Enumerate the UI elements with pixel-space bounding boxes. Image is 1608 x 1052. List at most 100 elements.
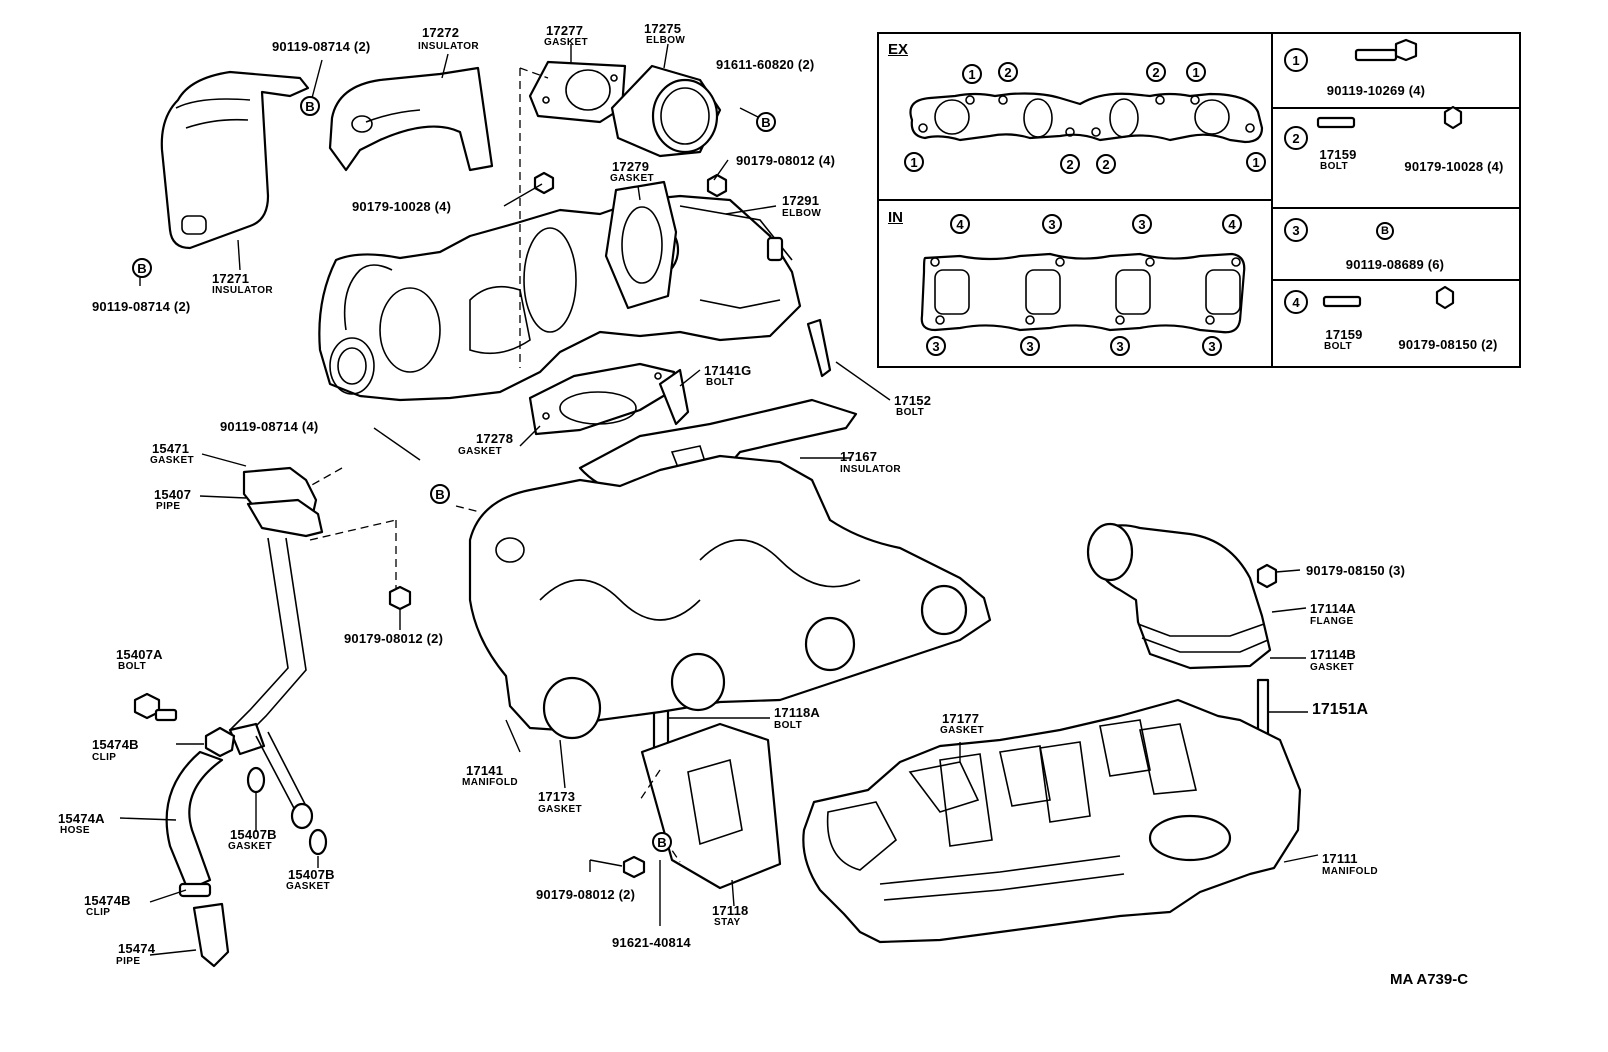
callout-15407A-name: BOLT: [118, 661, 147, 672]
callout-17167-number: 17167: [840, 449, 878, 464]
gasket-17277-drawing: [528, 60, 627, 124]
in-marker-bottom-1: 3: [926, 336, 946, 356]
callout-17173-name: GASKET: [538, 804, 583, 815]
callout-15407-name: PIPE: [156, 501, 181, 512]
callout-15474-name: PIPE: [116, 956, 141, 967]
dashed-alignment-lines: [309, 67, 681, 863]
callout-90119-08714-left: 90119-08714 (2): [92, 299, 191, 314]
callout-90179-08012-mid: 90179-08012 (2): [344, 631, 444, 646]
ref-marker-b-2: B: [756, 112, 776, 132]
callout-17111-name: MANIFOLD: [1322, 866, 1378, 877]
callout-90179-08012-bottom: 90179-08012 (2): [536, 887, 636, 902]
in-marker-bottom-2: 3: [1020, 336, 1040, 356]
insulator-17271-drawing: [160, 70, 310, 250]
callout-15474A-name: HOSE: [60, 825, 90, 836]
in-section-label: IN: [888, 209, 903, 226]
callout-17152-name: BOLT: [896, 407, 925, 418]
callout-15407B-left-number: 15407B: [230, 827, 277, 842]
callout-17177-name: GASKET: [940, 725, 985, 736]
legend-row-4-part-1-name: BOLT: [1323, 341, 1353, 352]
callout-15474A-number: 15474A: [58, 811, 105, 826]
intake-manifold-17111-drawing: [802, 698, 1302, 944]
legend-row-2-part-1: 17159: [1319, 147, 1357, 162]
ex-marker-top-2: 2: [998, 62, 1018, 82]
callout-17278-number: 17278: [476, 431, 514, 446]
flange-17114A-drawing: [1086, 522, 1272, 670]
callout-17114B-number: 17114B: [1310, 647, 1357, 662]
callout-15474B-lower-name: CLIP: [86, 907, 111, 918]
callout-90179-08150-3: 90179-08150 (3): [1306, 563, 1406, 578]
callout-17114A-number: 17114A: [1310, 601, 1357, 616]
callout-17111-number: 17111: [1322, 851, 1358, 866]
callout-17141-number: 17141: [466, 763, 504, 778]
in-marker-bottom-4: 3: [1202, 336, 1222, 356]
callout-91621-40814: 91621-40814: [612, 935, 691, 950]
callout-90119-08714-mid: 90119-08714 (4): [220, 419, 319, 434]
callout-17272-number: 17272: [422, 25, 460, 40]
ex-marker-bottom-4: 1: [1246, 152, 1266, 172]
ex-gasket-drawing: [909, 92, 1264, 144]
gasket-17278-drawing: [528, 362, 676, 436]
legend-hardware-icons: [1316, 38, 1463, 310]
callout-17291-name: ELBOW: [782, 208, 822, 219]
callout-17277-number: 17277: [546, 23, 584, 38]
ex-marker-top-4: 1: [1186, 62, 1206, 82]
callout-90179-08012-top: 90179-08012 (4): [736, 153, 836, 168]
callout-17277-name: GASKET: [544, 37, 589, 48]
ref-marker-b-3: B: [132, 258, 152, 278]
callout-17151A: 17151A: [1312, 701, 1369, 718]
elbow-17275-drawing: [610, 64, 722, 158]
legend-row-3-marker: 3: [1284, 218, 1308, 242]
callout-17152-number: 17152: [894, 393, 932, 408]
callout-90179-10028: 90179-10028 (4): [352, 199, 452, 214]
callout-17114A-name: FLANGE: [1310, 616, 1354, 627]
callout-17177-number: 17177: [942, 711, 980, 726]
legend-row-2-part-1-name: BOLT: [1319, 161, 1349, 172]
legend-row-4-part-1: 17159: [1325, 327, 1363, 342]
callout-15471-number: 15471: [152, 441, 190, 456]
legend-row-4-marker: 4: [1284, 290, 1308, 314]
callout-15474-number: 15474: [118, 941, 156, 956]
gasket-17177-drawing: [908, 719, 1151, 813]
callout-15407A-number: 15407A: [116, 647, 163, 662]
callout-15474B-upper-name: CLIP: [92, 752, 117, 763]
ex-marker-bottom-1: 1: [904, 152, 924, 172]
in-marker-top-1: 4: [950, 214, 970, 234]
in-marker-top-2: 3: [1042, 214, 1062, 234]
callout-17118A-number: 17118A: [774, 705, 821, 720]
leader-lines: [119, 43, 1319, 956]
insulator-17272-drawing: [328, 66, 494, 172]
ref-marker-b-4: B: [430, 484, 450, 504]
in-marker-bottom-3: 3: [1110, 336, 1130, 356]
ex-marker-top-3: 2: [1146, 62, 1166, 82]
callout-17118A-name: BOLT: [774, 720, 803, 731]
callout-17278-name: GASKET: [458, 446, 503, 457]
callout-15474B-upper-number: 15474B: [92, 737, 139, 752]
legend-row-1-marker: 1: [1284, 48, 1308, 72]
callout-17272-name: INSULATOR: [418, 41, 480, 52]
callout-17173-number: 17173: [538, 789, 576, 804]
legend-frame: [877, 32, 1521, 368]
callout-90119-08714-top: 90119-08714 (2): [272, 39, 371, 54]
callout-17141-name: MANIFOLD: [462, 777, 518, 788]
ex-marker-top-1: 1: [962, 64, 982, 84]
ref-marker-b-1: B: [300, 96, 320, 116]
callout-17271-name: INSULATOR: [212, 285, 274, 296]
ref-marker-b-5: B: [652, 832, 672, 852]
callout-91611-60820: 91611-60820 (2): [716, 57, 815, 72]
callout-17167-name: INSULATOR: [840, 464, 902, 475]
legend-row-3-sub-marker: B: [1376, 222, 1394, 240]
legend-row-2-marker: 2: [1284, 126, 1308, 150]
callout-17291-number: 17291: [782, 193, 820, 208]
ex-marker-bottom-2: 2: [1060, 154, 1080, 174]
ex-section-label: EX: [888, 41, 909, 58]
in-marker-top-3: 3: [1132, 214, 1152, 234]
callout-15474B-lower-number: 15474B: [84, 893, 131, 908]
stay-17118-drawing: [640, 722, 782, 890]
diagram-id: MA A739-C: [1390, 971, 1469, 988]
legend-row-4-part-2: 90179-08150 (2): [1398, 337, 1498, 352]
pipe-15407-drawing: [228, 466, 324, 830]
legend-row-3-part: 90119-08689 (6): [1345, 257, 1445, 272]
callout-15407B-right-name: GASKET: [286, 881, 331, 892]
